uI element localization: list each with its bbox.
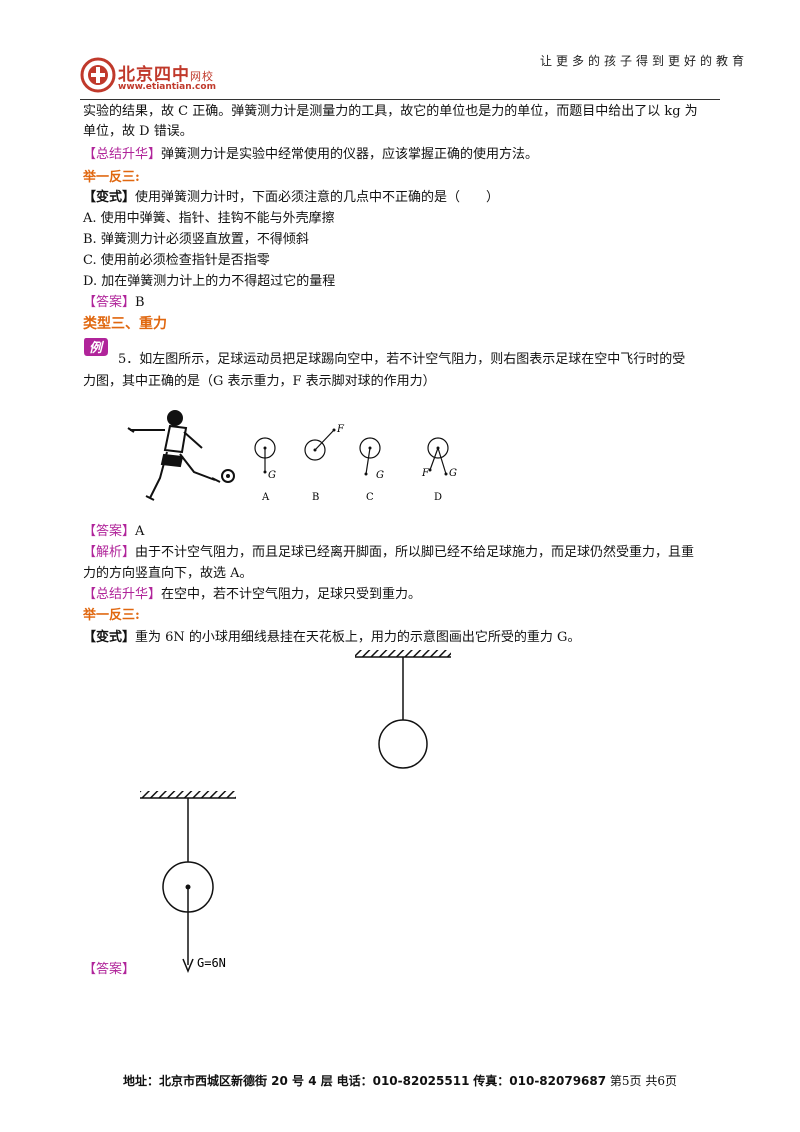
diagram-c: [359, 437, 381, 476]
diagram-d-label: D: [434, 492, 442, 503]
paragraph-line: 实验的结果，故 C 正确。弹簧测力计是测量力的工具，故它的单位也是力的单位，而题…: [83, 104, 698, 119]
variant-2: 【变式】重为 6N 的小球用细线悬挂在天花板上，用力的示意图画出它所受的重力 G…: [83, 628, 580, 648]
header-divider: [80, 99, 720, 100]
practice-heading-1: 举一反三:: [83, 170, 140, 185]
pendulum-question-figure: [355, 650, 451, 769]
summary-tag: 【总结升华】: [83, 587, 162, 602]
summary-text: 弹簧测力计是实验中经常使用的仪器，应该掌握正确的使用方法。: [161, 147, 539, 162]
answer-tag: 【答案】: [83, 524, 136, 539]
variant-1: 【变式】使用弹簧测力计时，下面必须注意的几点中不正确的是（ ）: [83, 188, 499, 208]
footer-phone-label: 电话：: [336, 1074, 373, 1088]
summary-2: 【总结升华】在空中，若不计空气阻力，足球只受到重力。: [83, 585, 421, 605]
football-figure: G A F B G C F G D: [127, 410, 457, 503]
answer-3: 【答案】: [83, 960, 135, 980]
answer-text: B: [135, 295, 145, 310]
analysis-line-2: 力的方向竖直向下，故选 A。: [83, 566, 253, 581]
example-badge-icon: [84, 338, 108, 356]
logo-name: 北京四中网校: [118, 65, 214, 85]
footer: 地址：北京市西城区新德街 20 号 4 层 电话：010-82025511 传真…: [0, 1072, 800, 1089]
diagram-b: [304, 428, 336, 461]
answer-2: 【答案】A: [83, 522, 144, 542]
answer-text: A: [135, 524, 145, 539]
option-a: A. 使用中弹簧、指针、挂钩不能与外壳摩擦: [83, 211, 335, 226]
variant-text: 使用弹簧测力计时，下面必须注意的几点中不正确的是（ ）: [135, 190, 500, 205]
footer-address: 北京市西城区新德街 20 号 4 层: [158, 1074, 333, 1088]
footer-fax: 010-82079687: [509, 1074, 607, 1088]
summary-text: 在空中，若不计空气阻力，足球只受到重力。: [161, 587, 422, 602]
diagram-b-force-label: F: [336, 424, 345, 435]
footer-address-label: 地址：: [122, 1074, 159, 1088]
diagram-c-label: C: [366, 492, 374, 503]
arrow-head: [182, 958, 194, 973]
option-d: D. 加在弹簧测力计上的力不得超过它的量程: [83, 274, 336, 289]
analysis-text: 由于不计空气阻力，而且足球已经离开脚面，所以脚已经不给足球施力，而足球仍然受重力…: [135, 545, 695, 560]
ceiling-hatch: [355, 650, 451, 657]
question-5-line-2: 力图，其中正确的是（G 表示重力，F 表示脚对球的作用力）: [83, 374, 436, 389]
ceiling-hatch: [140, 791, 236, 798]
diagram-a-force-label: G: [268, 470, 276, 481]
diagram-c-force-label: G: [376, 470, 384, 481]
variant-tag: 【变式】: [83, 190, 136, 205]
paragraph-line: 单位，故 D 错误。: [83, 124, 193, 139]
force-label: G=6N: [197, 956, 226, 970]
header-slogan: 让更多的孩子得到更好的教育: [540, 54, 749, 68]
analysis: 【解析】由于不计空气阻力，而且足球已经离开脚面，所以脚已经不给足球施力，而足球仍…: [83, 543, 694, 563]
analysis-tag: 【解析】: [83, 545, 136, 560]
logo-url: www.etiantian.com: [118, 82, 216, 92]
diagram-a-label: A: [261, 492, 270, 503]
diagram-d: [427, 437, 449, 476]
diagram-d-force-label-g: G: [449, 468, 457, 479]
diagram-a: [254, 437, 276, 474]
question-5-line-1: 5．如左图所示，足球运动员把足球踢向空中，若不计空气阻力，则右图表示足球在空中飞…: [118, 352, 686, 367]
ball: [378, 719, 428, 769]
diagram-d-force-label-f: F: [421, 468, 430, 479]
answer-1: 【答案】B: [83, 293, 145, 313]
answer-tag: 【答案】: [83, 962, 136, 977]
pendulum-answer-figure: G=6N: [140, 791, 236, 973]
summary-tag: 【总结升华】: [83, 147, 162, 162]
variant-tag: 【变式】: [83, 630, 136, 645]
footballer-illustration: [127, 410, 221, 501]
summary-1: 【总结升华】弹簧测力计是实验中经常使用的仪器，应该掌握正确的使用方法。: [83, 145, 538, 165]
section-heading: 类型三、重力: [83, 316, 167, 332]
practice-heading-2: 举一反三:: [83, 608, 140, 623]
option-b: B. 弹簧测力计必须竖直放置，不得倾斜: [83, 232, 309, 247]
variant-text: 重为 6N 的小球用细线悬挂在天花板上，用力的示意图画出它所受的重力 G。: [135, 630, 581, 645]
footer-fax-label: 传真：: [473, 1074, 510, 1088]
answer-tag: 【答案】: [83, 295, 136, 310]
diagram-b-label: B: [312, 492, 319, 503]
school-logo: [80, 57, 116, 93]
footer-phone: 010-82025511: [372, 1074, 470, 1088]
option-c: C. 使用前必须检查指针是否指零: [83, 253, 270, 268]
example-badge: 例: [83, 336, 109, 358]
footer-page-info: 第5页 共6页: [609, 1074, 678, 1088]
